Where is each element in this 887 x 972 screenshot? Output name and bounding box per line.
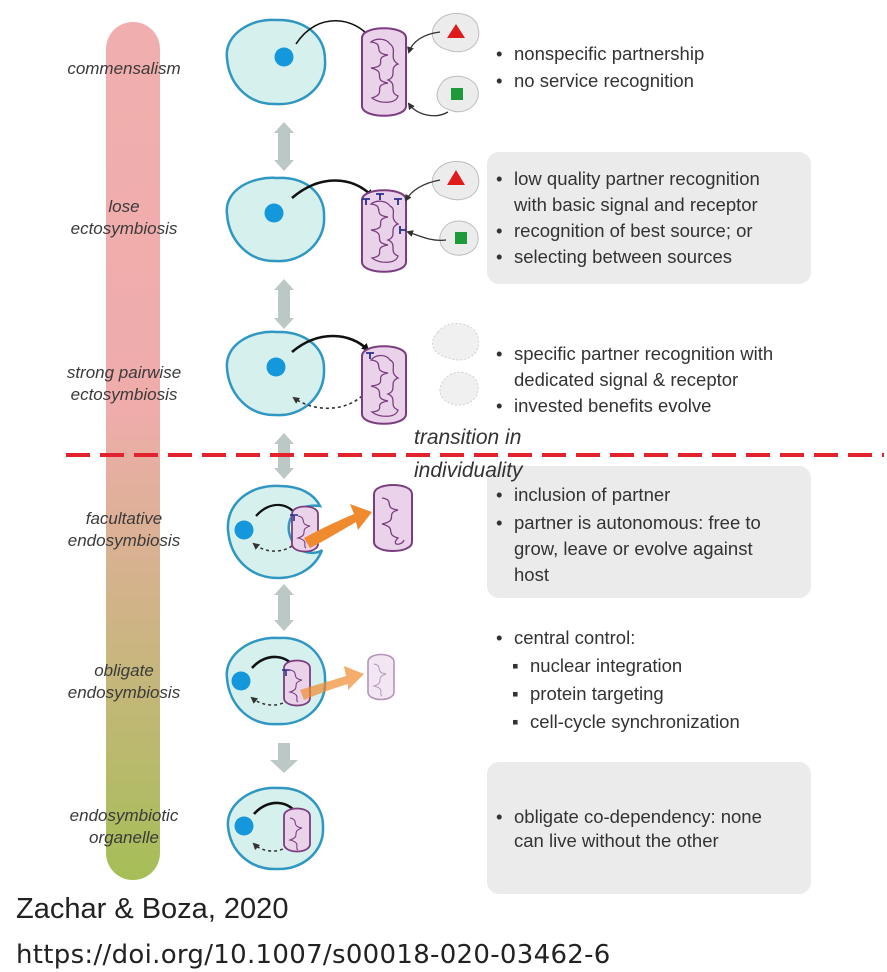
double-arrow-4 bbox=[274, 584, 294, 631]
bullet-item: selecting between sources bbox=[496, 244, 760, 270]
nucleus bbox=[264, 203, 284, 223]
bullet-item: invested benefits evolve bbox=[496, 393, 773, 419]
bullet-item: no service recognition bbox=[496, 67, 704, 94]
bullet-list-lose-ectosymbiosis: low quality partner recognition with bas… bbox=[496, 166, 760, 270]
nucleus bbox=[231, 671, 251, 691]
stage-strong-pairwise-illustration bbox=[225, 323, 480, 425]
bullet-item: nonspecific partnership bbox=[496, 40, 704, 67]
stage-label-commensalism: commensalism bbox=[67, 59, 181, 78]
double-arrow-2 bbox=[274, 279, 294, 329]
receptor bbox=[366, 352, 374, 359]
doi-link[interactable]: https://doi.org/10.1007/s00018-020-03462… bbox=[16, 940, 611, 970]
stage-obligate-illustration bbox=[225, 636, 395, 726]
benefit-arrow bbox=[250, 696, 289, 706]
faded-free-mitochondrion bbox=[367, 653, 395, 701]
individuality-gradient-bar bbox=[106, 22, 160, 880]
bullet-item: central control: bbox=[496, 624, 740, 652]
bullet-list-obligate: central control: nuclear integration pro… bbox=[496, 624, 740, 736]
receptor bbox=[290, 514, 298, 521]
stage-organelle-illustration bbox=[226, 786, 325, 871]
resource-arrow bbox=[406, 230, 447, 242]
bullet-item: low quality partner recognition with bas… bbox=[496, 166, 760, 218]
nucleus bbox=[274, 47, 294, 67]
sub-bullet-item: protein targeting bbox=[496, 680, 740, 708]
resource-arrow bbox=[407, 31, 441, 54]
stage-commensalism-illustration bbox=[225, 13, 480, 117]
bullet-item: partner is autonomous: free to grow, lea… bbox=[496, 510, 761, 588]
mitochondrion bbox=[361, 27, 407, 117]
bullet-list-commensalism: nonspecific partnership no service recog… bbox=[496, 40, 704, 94]
signal-arrow bbox=[291, 334, 370, 353]
transition-label-line2: individuality bbox=[414, 459, 523, 482]
bullet-item: inclusion of partner bbox=[496, 482, 761, 508]
signal-arrow bbox=[291, 179, 374, 199]
faded-resource-1 bbox=[432, 323, 480, 361]
sub-bullet-item: cell-cycle synchronization bbox=[496, 708, 740, 736]
bullet-list-strong-pairwise: specific partner recognition with dedica… bbox=[496, 341, 773, 419]
faded-resource-2 bbox=[439, 371, 479, 406]
free-mitochondrion bbox=[373, 484, 413, 552]
nucleus bbox=[234, 816, 254, 836]
mitochondrion bbox=[361, 189, 407, 273]
stage-lose-ectosymbiosis-illustration bbox=[225, 161, 480, 273]
down-arrow-5 bbox=[270, 743, 298, 773]
resource-arrow bbox=[407, 102, 449, 117]
resource-arrow bbox=[404, 179, 441, 202]
square-icon bbox=[455, 232, 467, 244]
benefit-arrow bbox=[292, 395, 363, 409]
receptor bbox=[282, 669, 290, 676]
citation: Zachar & Boza, 2020 bbox=[16, 893, 289, 925]
double-arrow-1 bbox=[274, 122, 294, 171]
orange-exit-arrow bbox=[304, 504, 372, 548]
orange-exit-arrow-faded bbox=[300, 666, 364, 700]
benefit-arrow bbox=[252, 542, 293, 552]
receptor bbox=[362, 193, 406, 234]
triangle-icon bbox=[447, 24, 465, 38]
square-icon bbox=[451, 88, 463, 100]
transition-label-line1: transition in bbox=[414, 426, 522, 449]
bullet-list-organelle: obligate co-dependency: none can live wi… bbox=[496, 805, 762, 853]
internal-mitochondrion bbox=[283, 807, 311, 853]
mitochondrion bbox=[361, 345, 407, 425]
bullet-item: recognition of best source; or bbox=[496, 218, 760, 244]
stage-facultative-illustration bbox=[226, 484, 413, 580]
bullet-item: obligate co-dependency: none can live wi… bbox=[496, 805, 762, 853]
nucleus bbox=[266, 357, 286, 377]
bullet-item: specific partner recognition with dedica… bbox=[496, 341, 773, 393]
triangle-icon bbox=[447, 170, 465, 185]
bullet-list-facultative: inclusion of partner partner is autonomo… bbox=[496, 482, 761, 588]
nucleus bbox=[234, 520, 254, 540]
benefit-arrow bbox=[252, 842, 289, 852]
sub-bullet-item: nuclear integration bbox=[496, 652, 740, 680]
